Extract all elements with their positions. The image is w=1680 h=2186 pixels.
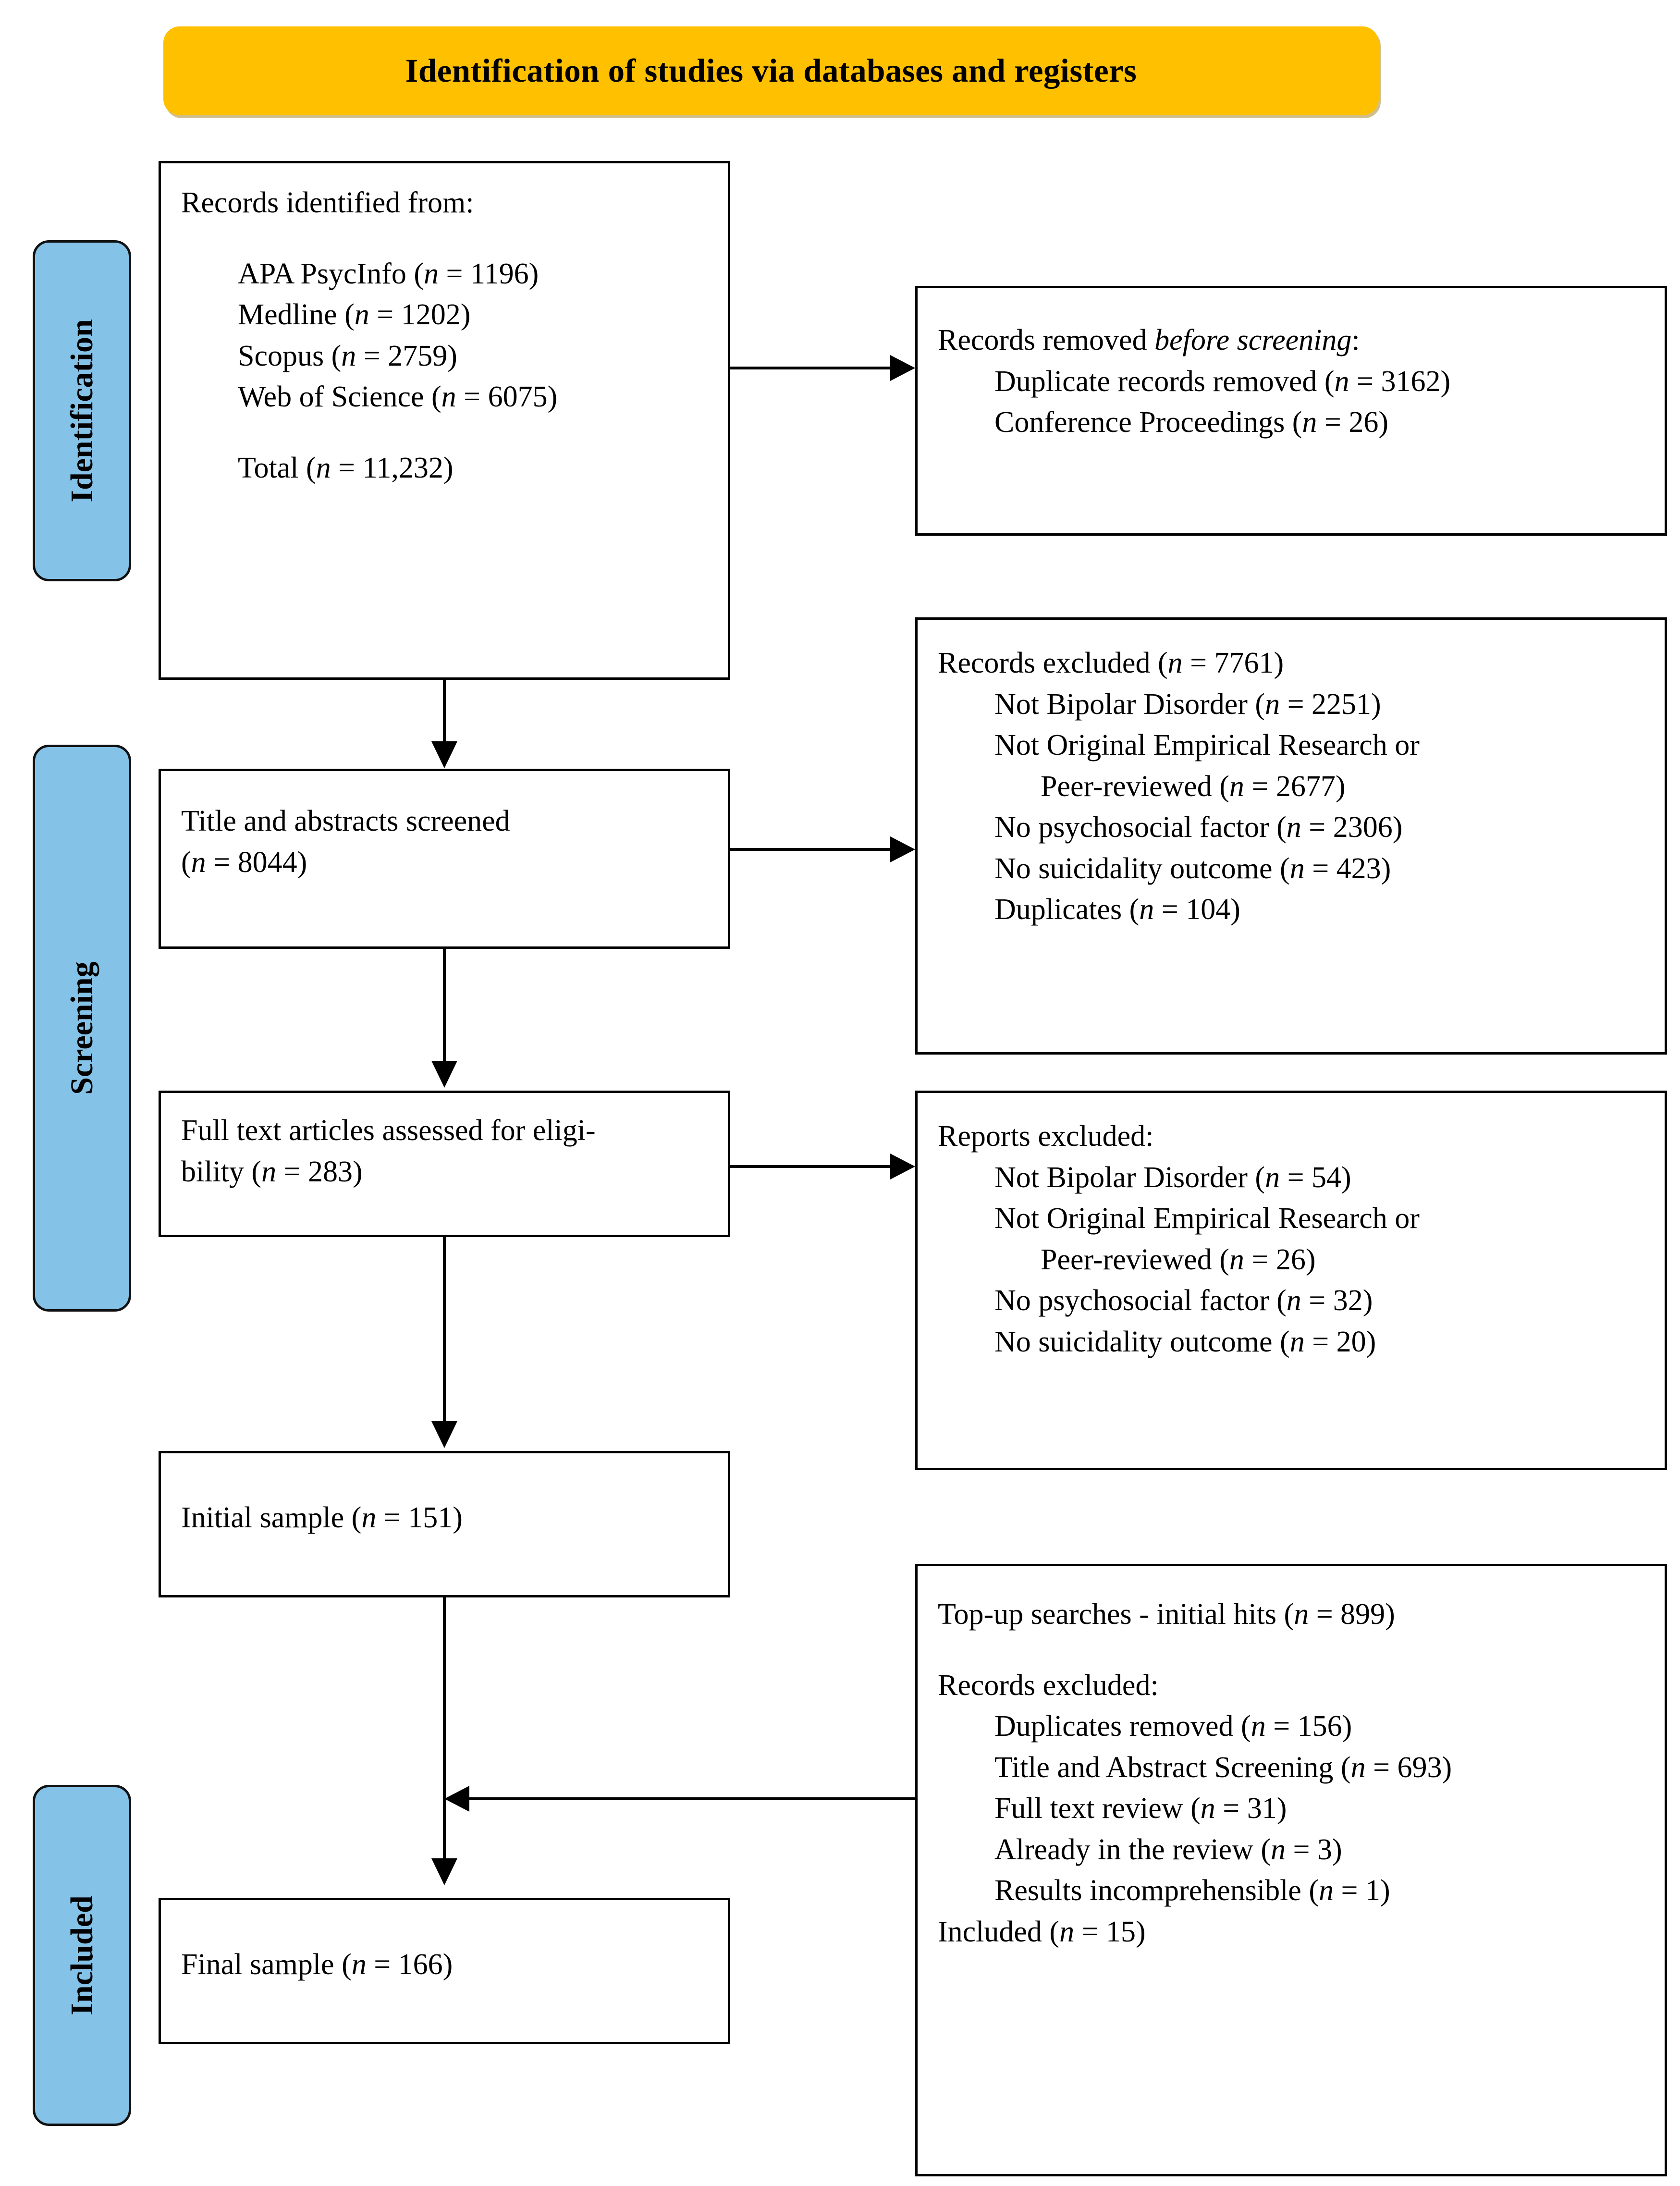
records-removed-heading-pre: Records removed [938, 324, 1155, 356]
topup-already-in-review: Already in the review (n = 3) [994, 1833, 1342, 1866]
reports-excluded-not-bipolar-disorder: Not Bipolar Disorder (n = 54) [994, 1161, 1351, 1194]
box-records-excluded: Records excluded (n = 7761) Not Bipolar … [915, 617, 1667, 1055]
box-records-removed-before-screening: Records removed before screening: Duplic… [915, 286, 1667, 536]
box-reports-excluded: Reports excluded: Not Bipolar Disorder (… [915, 1091, 1667, 1470]
stage-tab-screening: Screening [33, 745, 131, 1312]
arrowhead-screened-to-excluded [890, 836, 915, 862]
source-web-of-science: Web of Science (n = 6075) [238, 381, 558, 414]
arrowhead-screened-to-fulltext [431, 1061, 457, 1088]
topup-heading: Top-up searches - initial hits (n = 899) [938, 1598, 1395, 1631]
topup-included: Included (n = 15) [938, 1915, 1146, 1948]
box-titles-abstracts-screened: Title and abstracts screened (n = 8044) [159, 769, 730, 949]
reports-excluded-peer-reviewed: Peer-reviewed (n = 26) [1041, 1243, 1316, 1276]
titles-screened-line2: (n = 8044) [181, 846, 307, 879]
topup-records-excluded-heading: Records excluded: [938, 1669, 1159, 1702]
source-medline: Medline (n = 1202) [238, 298, 471, 332]
arrowhead-topup-to-main-flow [444, 1786, 469, 1812]
stage-label-included: Included [64, 1895, 99, 2015]
final-sample-text: Final sample (n = 166) [181, 1948, 453, 1981]
topup-title-abstract-screening: Title and Abstract Screening (n = 693) [994, 1751, 1452, 1784]
topup-results-incomprehensible: Results incomprehensible (n = 1) [994, 1874, 1390, 1907]
records-excluded-heading: Records excluded (n = 7761) [938, 647, 1284, 679]
initial-sample-text: Initial sample (n = 151) [181, 1501, 463, 1534]
diagram-header-banner: Identification of studies via databases … [163, 26, 1379, 115]
records-identified-total: Total (n = 11,232) [238, 451, 454, 484]
page-title: Identification of studies via databases … [405, 52, 1137, 89]
source-scopus: Scopus (n = 2759) [238, 339, 457, 372]
removed-conference-proceedings: Conference Proceedings (n = 26) [994, 406, 1389, 439]
stage-label-identification: Identification [64, 319, 99, 503]
records-removed-heading-post: : [1351, 324, 1360, 356]
connector-identified-to-screened [443, 680, 446, 742]
full-text-assessed-line1: Full text articles assessed for eligi- [181, 1114, 596, 1147]
excluded-no-suicidality-outcome: No suicidality outcome (n = 423) [994, 852, 1391, 885]
excluded-not-original-research: Not Original Empirical Research or [994, 729, 1420, 762]
arrowhead-identified-to-removed [890, 355, 915, 381]
box-full-text-assessed: Full text articles assessed for eligi- b… [159, 1091, 730, 1237]
connector-identified-to-removed [730, 367, 890, 369]
box-records-identified: Records identified from: APA PsycInfo (n… [159, 161, 730, 680]
stage-tab-included: Included [33, 1785, 131, 2126]
arrowhead-identified-to-screened [431, 741, 457, 768]
reports-excluded-heading: Reports excluded: [938, 1120, 1154, 1153]
reports-excluded-no-suicidality-outcome: No suicidality outcome (n = 20) [994, 1325, 1376, 1358]
excluded-no-psychosocial-factor: No psychosocial factor (n = 2306) [994, 811, 1403, 844]
connector-initial-to-final-sample [443, 1597, 446, 1859]
removed-duplicate-records: Duplicate records removed (n = 3162) [994, 365, 1451, 398]
connector-screened-to-fulltext [443, 949, 446, 1062]
reports-excluded-no-psychosocial-factor: No psychosocial factor (n = 32) [994, 1284, 1373, 1317]
arrowhead-fulltext-to-initial-sample [431, 1421, 457, 1448]
box-final-sample: Final sample (n = 166) [159, 1898, 730, 2044]
box-topup-searches: Top-up searches - initial hits (n = 899)… [915, 1564, 1667, 2176]
connector-fulltext-to-reports-excluded [730, 1165, 890, 1168]
box-initial-sample: Initial sample (n = 151) [159, 1451, 730, 1597]
excluded-duplicates: Duplicates (n = 104) [994, 893, 1240, 926]
records-identified-heading: Records identified from: [181, 186, 474, 219]
connector-topup-to-main-flow [468, 1797, 915, 1800]
connector-screened-to-excluded [730, 848, 890, 851]
records-removed-heading: Records removed before screening: [938, 320, 1644, 361]
excluded-peer-reviewed: Peer-reviewed (n = 2677) [1041, 770, 1346, 803]
titles-screened-line1: Title and abstracts screened [181, 805, 510, 837]
source-apa-psycinfo: APA PsycInfo (n = 1196) [238, 257, 539, 290]
arrowhead-initial-to-final-sample [431, 1858, 457, 1885]
topup-duplicates-removed: Duplicates removed (n = 156) [994, 1710, 1352, 1743]
connector-fulltext-to-initial-sample [443, 1237, 446, 1422]
stage-tab-identification: Identification [33, 240, 131, 581]
full-text-assessed-line2: bility (n = 283) [181, 1155, 363, 1188]
stage-label-screening: Screening [64, 961, 99, 1095]
records-removed-heading-emphasis: before screening [1154, 324, 1352, 356]
arrowhead-fulltext-to-reports-excluded [890, 1154, 915, 1179]
topup-full-text-review: Full text review (n = 31) [994, 1792, 1287, 1825]
excluded-not-bipolar-disorder: Not Bipolar Disorder (n = 2251) [994, 688, 1381, 721]
reports-excluded-not-original-research: Not Original Empirical Research or [994, 1202, 1420, 1235]
